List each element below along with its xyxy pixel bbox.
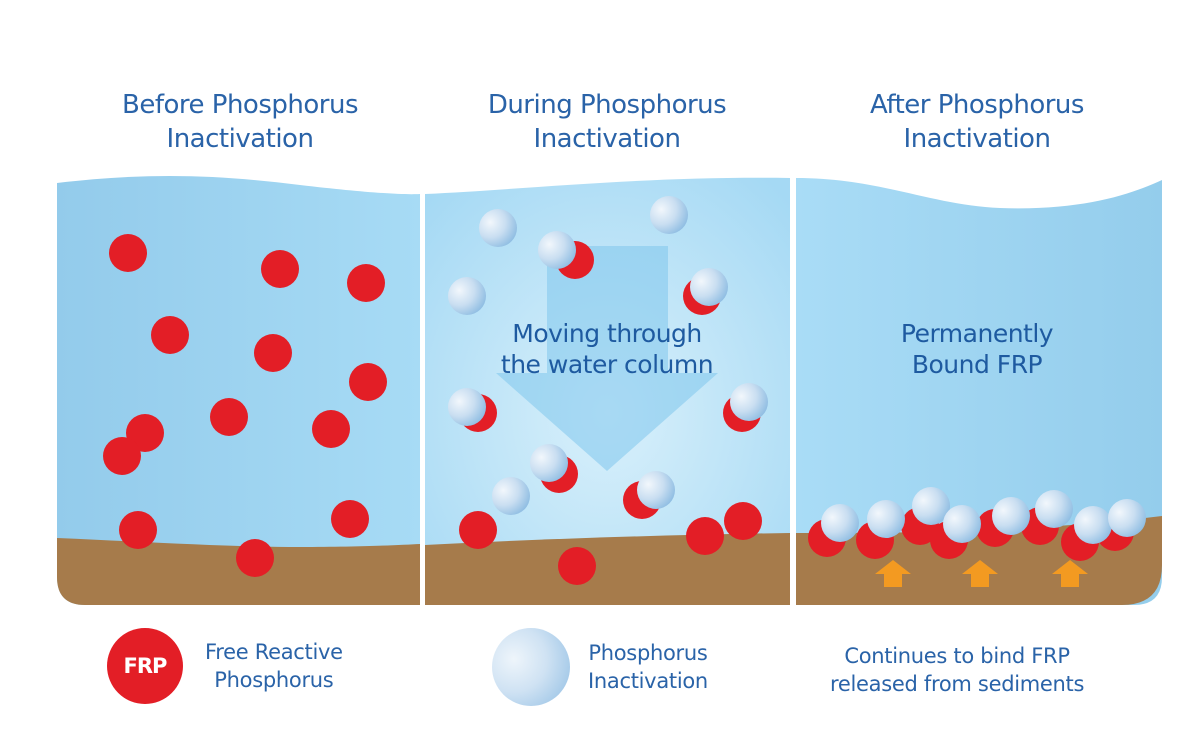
bound-frp-layer	[808, 487, 1146, 561]
legend-inactivation: Phosphorus Inactivation	[492, 628, 708, 706]
title-line: Before Phosphorus	[122, 90, 359, 120]
caption-line: Moving through	[512, 319, 702, 348]
caption-during: Moving through the water column	[437, 318, 777, 380]
frp-badge-label: FRP	[123, 654, 168, 678]
water-before	[57, 176, 420, 605]
legend-line: released from sediments	[830, 672, 1085, 696]
title-line: Inactivation	[903, 124, 1051, 154]
legend-note-text: Continues to bind FRP released from sedi…	[830, 642, 1084, 698]
title-line: During Phosphorus	[487, 90, 727, 120]
caption-line: Bound FRP	[911, 350, 1043, 379]
up-arrow-icon	[1052, 560, 1088, 587]
frp-badge-icon: FRP	[107, 628, 183, 704]
water-after	[796, 178, 1162, 605]
frp-particles-before	[103, 234, 387, 577]
inactivant-ball-icon	[492, 628, 570, 706]
title-line: After Phosphorus	[870, 90, 1084, 120]
caption-line: Permanently	[900, 319, 1054, 348]
legend-line: Free Reactive	[205, 640, 343, 664]
panel-title-before: Before Phosphorus Inactivation	[70, 88, 410, 156]
up-arrow-icon	[875, 560, 911, 587]
legend-frp: FRP Free Reactive Phosphorus	[107, 628, 343, 704]
up-arrow-icon	[962, 560, 998, 587]
particles-during	[448, 196, 768, 585]
legend-inactivation-text: Phosphorus Inactivation	[588, 639, 708, 695]
panel-title-after: After Phosphorus Inactivation	[807, 88, 1147, 156]
title-line: Inactivation	[533, 124, 681, 154]
legend-line: Continues to bind FRP	[844, 644, 1070, 668]
legend-line: Phosphorus	[588, 641, 708, 665]
caption-after: Permanently Bound FRP	[807, 318, 1147, 380]
title-line: Inactivation	[166, 124, 314, 154]
legend-frp-text: Free Reactive Phosphorus	[205, 638, 343, 694]
legend-note: Continues to bind FRP released from sedi…	[830, 642, 1084, 698]
legend-line: Inactivation	[588, 669, 708, 693]
caption-line: the water column	[500, 350, 714, 379]
sediment-before	[57, 538, 420, 605]
down-arrow-icon	[496, 246, 718, 471]
legend-line: Phosphorus	[214, 668, 334, 692]
panel-title-during: During Phosphorus Inactivation	[437, 88, 777, 156]
